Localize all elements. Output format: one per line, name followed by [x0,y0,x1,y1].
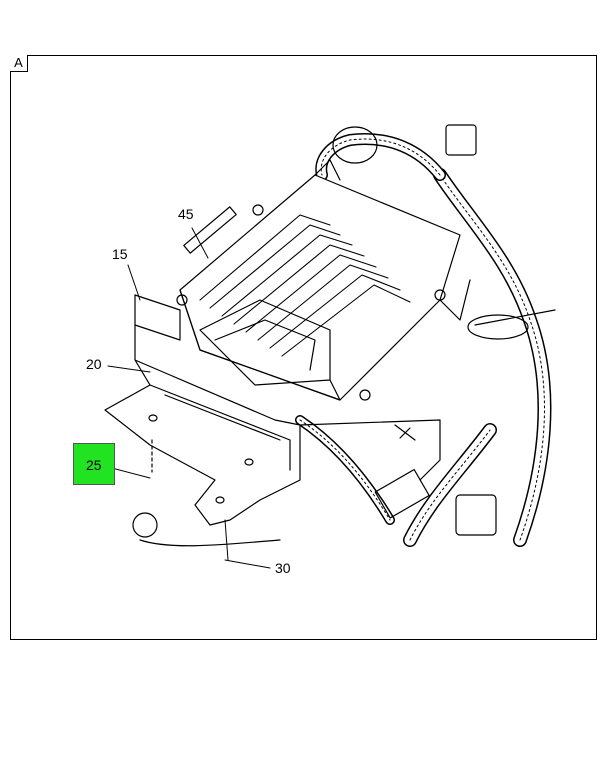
view-label: A [10,55,28,72]
mounting-bracket [104,294,441,526]
callout-15: 15 [112,246,128,262]
leader-lines [107,227,271,569]
leader-25 [107,466,151,479]
wiring-harness [132,124,556,547]
leader-15 [127,264,141,301]
callout-20: 20 [86,356,102,372]
callout-25-highlight[interactable]: 25 [73,443,115,485]
callout-25: 25 [86,457,102,473]
leader-30 [224,559,271,569]
leader-20 [107,365,151,373]
engine-control-module [176,159,471,401]
leader-45 [191,227,209,259]
drawing-frame [10,55,597,640]
callout-30: 30 [275,560,291,576]
callout-45: 45 [178,206,194,222]
